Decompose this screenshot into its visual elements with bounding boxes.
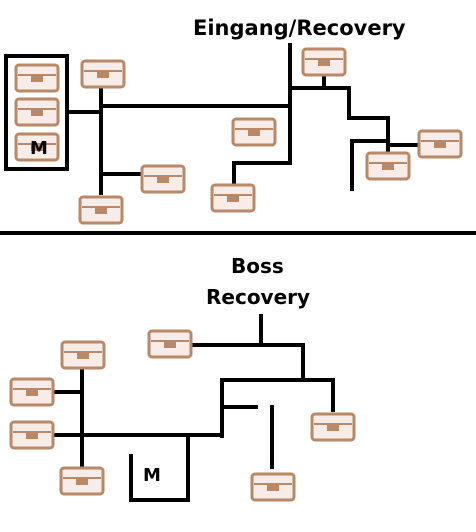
chest-icon: [9, 377, 55, 407]
top-corridors: [66, 43, 422, 195]
chest-icon: [59, 466, 105, 496]
chest-icon: [301, 47, 347, 77]
top-map-title: Eingang/Recovery: [193, 16, 406, 40]
bottom-m-label: M: [143, 465, 161, 486]
chest-icon: [14, 97, 60, 127]
top-chests: [78, 47, 463, 225]
top-m-label: M: [30, 138, 48, 159]
chest-icon: [210, 183, 256, 213]
bottom-map-title-line1: Boss: [231, 254, 284, 278]
chest-icon: [140, 164, 186, 194]
chest-icon: [310, 412, 356, 442]
chest-icon: [14, 63, 60, 93]
chest-icon: [250, 472, 296, 502]
chest-icon: [9, 420, 55, 450]
chest-icon: [231, 117, 277, 147]
chest-icon: [417, 129, 463, 159]
chest-icon: [80, 59, 126, 89]
bottom-map: Boss Recovery M: [9, 254, 356, 502]
top-map: Eingang/Recovery M: [4, 16, 463, 225]
bottom-map-title-line2: Recovery: [206, 285, 310, 309]
chest-icon: [78, 195, 124, 225]
chest-icon: [60, 340, 106, 370]
bottom-corridors: [52, 314, 335, 502]
chest-icon: [147, 329, 193, 359]
chest-icon: [365, 151, 411, 181]
